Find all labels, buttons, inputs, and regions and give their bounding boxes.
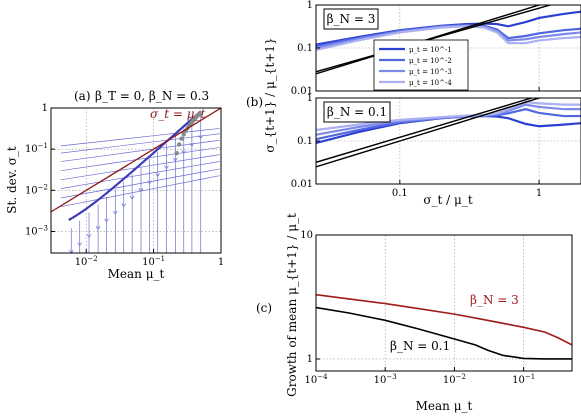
flow-horizontal-0 — [60, 128, 220, 147]
flow-arrow-8 — [138, 188, 144, 192]
flow-arrow-3 — [95, 226, 101, 230]
b0-ytick-label-1: 0.1 — [297, 43, 313, 54]
flow-arrow-1 — [77, 242, 82, 247]
flow-arrow-4 — [104, 218, 109, 223]
flow-arrow-12 — [173, 157, 178, 162]
c-xtick-label-0: 10−4 — [304, 373, 328, 386]
panel-b-xlabel: σ_t / μ_t — [423, 193, 472, 207]
b1-xtick-label-0: 0.1 — [392, 188, 408, 199]
panel-b-top-label-box — [323, 8, 379, 30]
panel-b-bottom-label-box — [323, 101, 391, 123]
legend-label-0: μ_t = 10^-1 — [409, 46, 452, 54]
c-xtick-label-2: 10−2 — [443, 373, 466, 386]
panel-c-label: (c) — [256, 301, 272, 315]
b1-ytick-label-1: 0.1 — [297, 136, 313, 147]
b1-ytick-label-2: 1 — [307, 93, 313, 104]
panel-a-frame — [50, 107, 222, 254]
flow-horizontal-6 — [60, 168, 220, 199]
legend-label-1: μ_t = 10^-2 — [409, 57, 452, 65]
panel-b-bottom-label: β_N = 0.1 — [327, 105, 387, 119]
reference-line-sigma-eq-mu — [51, 108, 221, 213]
flow-horizontal-5 — [60, 161, 220, 189]
panel-c-frame — [315, 234, 573, 372]
flow-arrow-0 — [68, 249, 74, 253]
a-ytick-label-2: 10−1 — [25, 142, 48, 155]
panel-c-series-label-red: β_N = 3 — [470, 293, 519, 307]
a-xtick-label-0: 10−2 — [75, 255, 98, 268]
b1-identity-line — [316, 98, 542, 168]
flow-arrow-2 — [86, 234, 92, 238]
panel-c: (c) 10−4 10−3 10−2 10−1 1 10 β_N = 3 β_N = 0.… — [256, 213, 573, 413]
b1-ytick-label-0: 0.01 — [291, 179, 313, 190]
a-ytick-label-0: 10−3 — [25, 224, 48, 237]
flow-horizontal-4 — [60, 154, 220, 181]
flow-arrow-14 — [189, 142, 195, 147]
panel-b-legend: μ_t = 10^-1 μ_t = 10^-2 μ_t = 10^-3 μ_t = 1… — [373, 39, 469, 91]
flow-arrow-11 — [164, 165, 169, 170]
flow-horizontal-7 — [60, 175, 220, 208]
flow-arrow-10 — [155, 173, 160, 178]
panel-a: (a) β_T = 0, β_N = 0.3 10−2 10−1 1 10−3 10−2… — [5, 89, 224, 281]
flow-horizontal-1 — [60, 133, 220, 154]
flow-arrow-7 — [129, 195, 135, 200]
b0-ytick-label-2: 1 — [307, 0, 313, 11]
flow-marker-13 — [197, 111, 202, 116]
c-xtick-label-3: 10−1 — [512, 373, 535, 386]
panel-b-top-label: β_N = 3 — [327, 12, 376, 26]
flow-arrow-15 — [198, 135, 204, 139]
panel-c-xlabel: Mean μ_t — [416, 399, 473, 413]
b0-series-3 — [316, 25, 581, 52]
flow-marker-1 — [177, 142, 182, 147]
flow-marker-0 — [174, 150, 179, 156]
panel-a-reference-line — [51, 108, 221, 213]
c-xtick-label-1: 10−3 — [374, 373, 397, 386]
flow-arrow-9 — [147, 180, 152, 185]
legend-label-2: μ_t = 10^-3 — [409, 68, 452, 76]
panel-c-lines — [316, 293, 572, 360]
a-xtick-label-2: 1 — [218, 257, 224, 268]
panel-c-series-label-black: β_N = 0.1 — [390, 339, 450, 353]
a-ytick-label-3: 1 — [42, 103, 48, 114]
c-ytick-label-1: 10 — [300, 230, 313, 241]
b1-series-3 — [316, 101, 581, 132]
flow-arrow-13 — [181, 150, 187, 155]
b1-identity-line-2 — [316, 98, 535, 163]
panel-b-bottom-lines — [316, 98, 581, 168]
panel-b-label: (b) — [246, 95, 263, 109]
panel-a-ref-label: σ_t = μ_t — [150, 107, 205, 121]
panel-c-ylabel: Growth of mean μ_{t+1} / μ_t — [285, 213, 299, 397]
c-series-1 — [316, 306, 572, 360]
panel-a-label: (a) — [74, 89, 91, 103]
flow-envelope — [68, 110, 202, 221]
legend-label-3: μ_t = 10^-4 — [409, 79, 452, 87]
panel-b-top-lines — [316, 5, 581, 75]
flow-marker-3 — [181, 132, 186, 137]
b0-ytick-label-0: 0.01 — [291, 86, 313, 97]
b1-xtick-label-1: 1 — [536, 188, 542, 199]
flow-marker-2 — [179, 136, 184, 141]
flow-horizontal-3 — [60, 147, 220, 172]
a-ytick-label-1: 10−2 — [25, 183, 48, 196]
c-ytick-label-0: 1 — [307, 354, 313, 365]
panel-a-xlabel: Mean μ_t — [108, 267, 165, 281]
panel-b-ylabel: σ_{t+1} / μ_{t+1} — [263, 37, 277, 152]
flow-arrow-6 — [121, 203, 127, 208]
flow-arrow-5 — [113, 210, 118, 215]
b0-identity-line-2 — [316, 5, 553, 73]
c-series-0 — [316, 293, 572, 346]
panel-a-ylabel: St. dev. σ_t — [5, 146, 19, 214]
panel-a-title: β_T = 0, β_N = 0.3 — [95, 89, 209, 103]
b0-identity-line — [316, 5, 542, 75]
